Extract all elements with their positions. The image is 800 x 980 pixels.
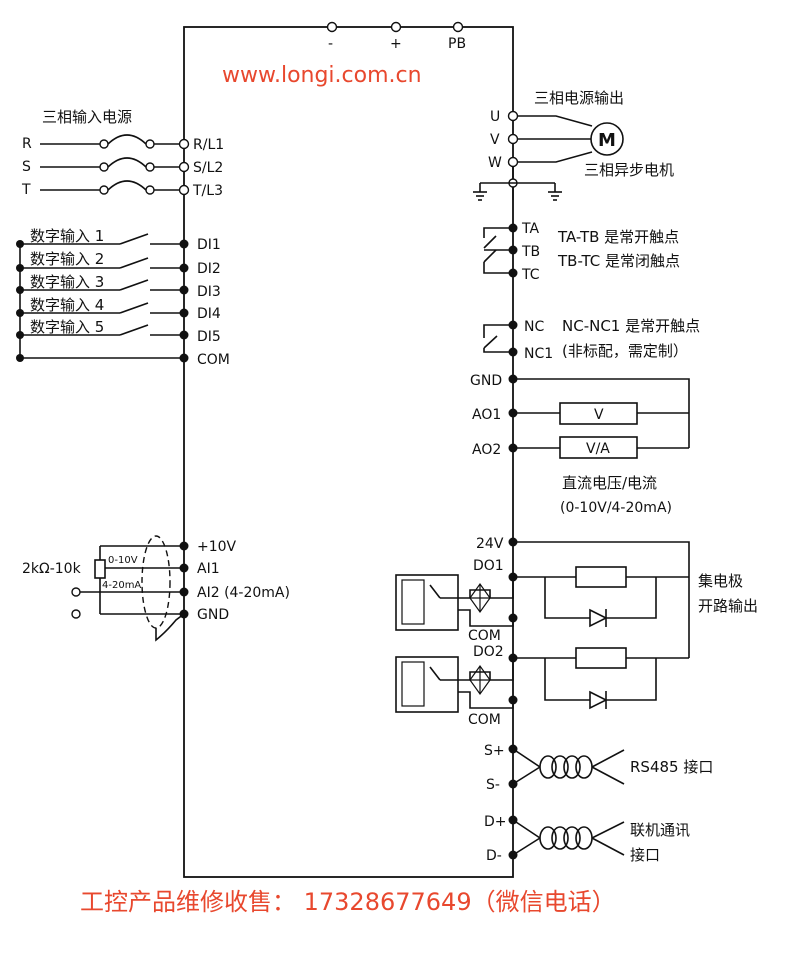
website-url: www.longi.com.cn: [222, 63, 422, 88]
analog-inputs: +10V AI1 AI2 (4-20mA) GND 2kΩ-10k 0-10V …: [22, 535, 290, 642]
terminal-d-plus: D+: [484, 814, 507, 830]
terminal-di3: DI3: [197, 284, 221, 300]
motor-symbol: M: [598, 130, 616, 151]
link-label-2: 接口: [630, 846, 660, 864]
terminal-s-plus: S+: [484, 743, 505, 759]
relay-note-2: TB-TC 是常闭触点: [557, 252, 680, 270]
digital-input-5-label: 数字输入 5: [30, 318, 104, 336]
link-label-1: 联机通讯: [630, 821, 690, 839]
motor-symbol-circle: [590, 122, 624, 156]
terminal-tb: TB: [521, 244, 540, 260]
power-input-lines: R R/L1 S S/L2 T T/L3: [21, 134, 224, 199]
rs485-label: RS485 接口: [630, 758, 713, 776]
open-collector-label-2: 开路输出: [698, 597, 758, 615]
terminal-ao2: AO2: [472, 442, 501, 458]
power-output-title: 三相电源输出: [534, 89, 624, 107]
line-s-label: S: [22, 159, 31, 175]
terminal-d-minus: D-: [486, 848, 502, 864]
potentiometer-label: 2kΩ-10k: [22, 561, 82, 577]
terminal-ao1: AO1: [472, 407, 501, 423]
dc-bus-terminals: - + PB: [326, 21, 466, 52]
terminal-gnd-ai: GND: [197, 607, 229, 623]
range-0-10v: 0-10V: [108, 555, 138, 566]
link-interface: D+ D- 联机通讯 接口: [484, 814, 690, 864]
potentiometer-symbol: [94, 559, 106, 579]
terminal-di4: DI4: [197, 306, 221, 322]
terminal-v: V: [490, 132, 500, 148]
terminal-t-l3: T/L3: [192, 183, 223, 199]
ground-icon: [548, 183, 562, 201]
analog-output-caption-2: (0-10V/4-20mA): [560, 500, 672, 516]
digital-input-2-label: 数字输入 2: [30, 250, 104, 268]
terminal-10v: +10V: [197, 539, 237, 555]
relay2-note-1: NC-NC1 是常开触点: [562, 317, 700, 335]
analog-outputs: GND AO1 AO2 V V/A 直流电压/电流 (0-10V/4-20mA): [470, 373, 690, 516]
digital-input-3-label: 数字输入 3: [30, 273, 104, 291]
relay-ta-tb-tc: TA TB TC TA-TB 是常开触点 TB-TC 是常闭触点: [483, 221, 680, 283]
terminal-w: W: [488, 155, 502, 171]
terminal-pb: PB: [448, 36, 466, 52]
range-4-20ma: 4-20mA: [102, 580, 141, 591]
power-input-title: 三相输入电源: [42, 108, 132, 126]
terminal-di2: DI2: [197, 261, 221, 277]
terminal-plus: +: [390, 36, 402, 52]
motor-label: 三相异步电机: [584, 161, 674, 179]
footer-contact: 工控产品维修收售： 17328677649（微信电话）: [80, 888, 616, 916]
open-collector-outputs: 24V DO1 COM DO2 COM: [395, 536, 758, 728]
digital-inputs: 数字输入 1 DI1 数字输入 2 DI2 数字输入 3 DI3 数字输入 4 …: [16, 227, 230, 368]
terminal-ai2: AI2 (4-20mA): [197, 585, 290, 601]
line-t-label: T: [21, 182, 31, 198]
relay-note-1: TA-TB 是常开触点: [557, 228, 679, 246]
terminal-minus: -: [328, 36, 333, 52]
terminal-u: U: [490, 109, 500, 125]
terminal-ai1: AI1: [197, 561, 220, 577]
load-resistor-1: [575, 566, 627, 588]
optocoupler-2: [395, 656, 459, 713]
digital-input-4-label: 数字输入 4: [30, 296, 104, 314]
twisted-pair-coil: [539, 755, 593, 779]
terminal-di1: DI1: [197, 237, 221, 253]
open-collector-label-1: 集电极: [698, 572, 743, 590]
terminal-s-l2: S/L2: [193, 160, 223, 176]
terminal-24v: 24V: [476, 536, 504, 552]
terminal-tc: TC: [521, 267, 540, 283]
relay2-note-2: (非标配，需定制）: [562, 342, 688, 360]
meter-box-v-label: V: [594, 407, 604, 423]
digital-input-1-label: 数字输入 1: [30, 227, 104, 245]
line-r-label: R: [22, 136, 32, 152]
ground-icon: [473, 183, 487, 201]
terminal-nc: NC: [524, 319, 544, 335]
terminal-s-minus: S-: [486, 777, 500, 793]
drive-outline: [183, 26, 514, 878]
terminal-com: COM: [197, 352, 230, 368]
load-resistor-2: [575, 647, 627, 669]
motor-output: U V W M 三相异步电机: [473, 109, 674, 201]
terminal-di5: DI5: [197, 329, 221, 345]
rs485-interface: S+ S- RS485 接口: [484, 743, 713, 793]
relay-nc-nc1: NC NC1 NC-NC1 是常开触点 (非标配，需定制）: [483, 317, 700, 362]
terminal-gnd-ao: GND: [470, 373, 502, 389]
terminal-do2: DO2: [473, 644, 504, 660]
terminal-com-1: COM: [468, 628, 501, 644]
optocoupler-1: [395, 574, 459, 631]
twisted-pair-coil: [539, 826, 593, 850]
terminal-r-l1: R/L1: [193, 137, 224, 153]
analog-output-caption-1: 直流电压/电流: [562, 474, 657, 492]
terminal-do1: DO1: [473, 558, 504, 574]
meter-box-va-label: V/A: [586, 441, 610, 457]
terminal-com-2: COM: [468, 712, 501, 728]
terminal-ta: TA: [521, 221, 539, 237]
terminal-nc1: NC1: [524, 346, 553, 362]
